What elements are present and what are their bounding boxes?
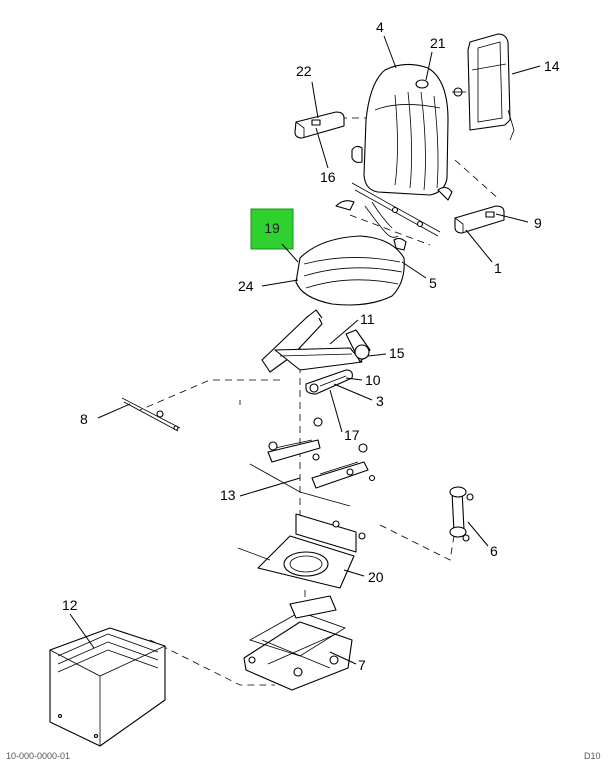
callout-12[interactable]: 12 xyxy=(62,597,78,613)
callout-21[interactable]: 21 xyxy=(430,35,446,51)
callout-1[interactable]: 1 xyxy=(494,260,502,276)
leader-lines xyxy=(69,35,541,665)
swivel-plate xyxy=(237,513,366,589)
seat-cable-harness xyxy=(335,182,441,238)
seat-backrest xyxy=(351,63,453,201)
callout-11[interactable]: 11 xyxy=(360,311,375,327)
callout-24[interactable]: 24 xyxy=(238,278,254,294)
callout-16[interactable]: 16 xyxy=(320,169,336,185)
release-cable xyxy=(121,397,181,432)
scissor-suspension-base xyxy=(243,595,353,691)
callout-19: 19 xyxy=(264,220,280,236)
callout-17[interactable]: 17 xyxy=(344,427,360,443)
slide-rails xyxy=(249,417,376,507)
callout-13[interactable]: 13 xyxy=(220,487,236,503)
callout-7[interactable]: 7 xyxy=(358,657,366,673)
footer-right-code: D10 xyxy=(584,751,601,761)
callout-8[interactable]: 8 xyxy=(80,411,88,427)
seat-slide-frame xyxy=(261,309,371,395)
callout-5[interactable]: 5 xyxy=(429,275,437,291)
callout-3[interactable]: 3 xyxy=(376,393,384,409)
callout-22[interactable]: 22 xyxy=(296,63,312,79)
callout-4[interactable]: 4 xyxy=(376,19,384,35)
callout-20[interactable]: 20 xyxy=(368,569,384,585)
callout-labels: 4 21 14 22 16 9 1 5 24 11 15 10 3 17 8 1… xyxy=(62,19,560,673)
callout-14[interactable]: 14 xyxy=(544,58,560,74)
callout-10[interactable]: 10 xyxy=(365,372,381,388)
seat-cushion xyxy=(295,235,407,306)
callout-6[interactable]: 6 xyxy=(490,543,498,559)
footer-left-code: 10-000-0000-01 xyxy=(6,751,70,761)
callout-15[interactable]: 15 xyxy=(389,345,405,361)
shock-absorber xyxy=(449,486,474,542)
left-armrest xyxy=(294,111,345,139)
right-armrest xyxy=(454,205,505,234)
headrest-frame xyxy=(452,33,515,141)
storage-box xyxy=(49,627,166,747)
callout-9[interactable]: 9 xyxy=(534,215,542,231)
callout-19-highlight[interactable]: 19 xyxy=(250,208,299,263)
